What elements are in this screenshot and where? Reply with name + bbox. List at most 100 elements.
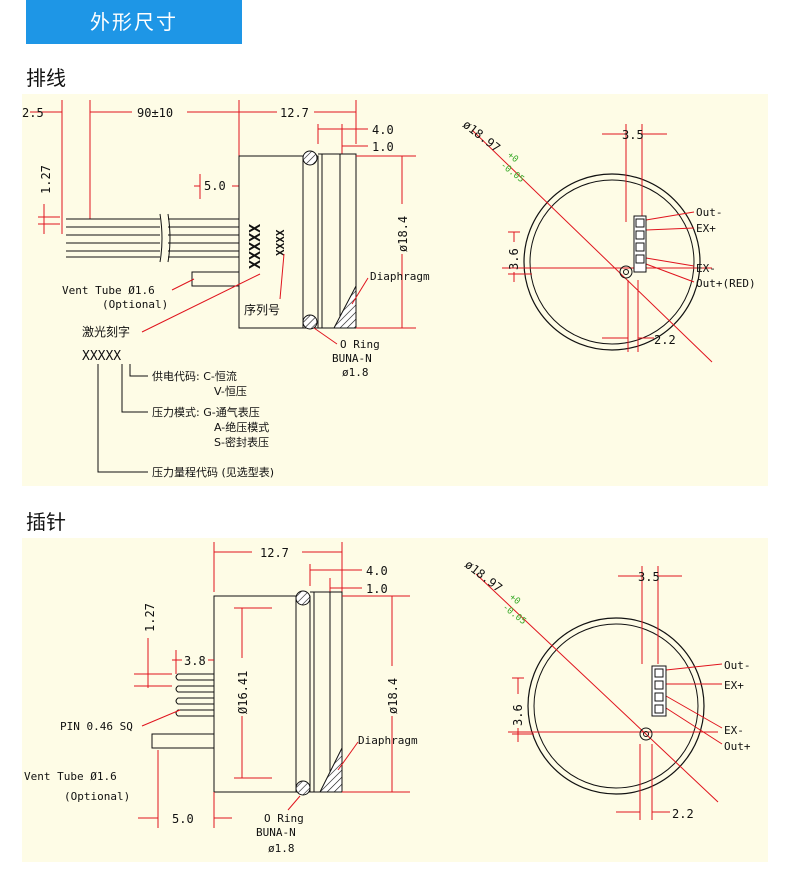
pin-ex-plus: EX+ — [724, 679, 744, 692]
serial-number-label: 序列号 — [244, 302, 280, 317]
pin-out-plus: Out+(RED) — [696, 277, 756, 290]
pin-vent-hole-inner — [643, 731, 649, 737]
supply-v: V-恒压 — [214, 385, 247, 398]
dim-12-7: 12.7 — [280, 106, 309, 120]
pins — [151, 673, 215, 749]
pin-dim-1-0: 1.0 — [366, 582, 388, 596]
cable-drawing-panel: 2.5 90±10 12.7 4.0 1.0 1.27 5.0 XXXXX — [22, 94, 768, 486]
pin-dim-2-2: 2.2 — [672, 807, 694, 821]
dim-2-5: 2.5 — [22, 106, 44, 120]
pin-vent-tube-optional: (Optional) — [64, 790, 130, 803]
pin-out-minus: Out- — [724, 659, 751, 672]
terminal-pads — [635, 218, 645, 264]
pin-o-ring-leader — [287, 795, 301, 811]
pin-vent-tube-label: Vent Tube Ø1.6 — [24, 770, 117, 783]
o-ring-leader — [313, 327, 338, 345]
pin-dim-16-41-lines — [234, 607, 272, 779]
mode-s: S-密封表压 — [214, 435, 269, 449]
serial-leader — [279, 253, 285, 300]
pin-dim-16-41: Ø16.41 — [236, 671, 250, 714]
pin-size-label: PIN 0.46 SQ — [60, 720, 133, 733]
pin-dim-3-8: 3.8 — [184, 654, 206, 668]
dim-3-5: 3.5 — [622, 128, 644, 142]
pin-size-leader — [141, 709, 181, 727]
o-ring-label: O Ring — [340, 338, 380, 351]
pin-front-outer-ring — [527, 617, 705, 795]
pin-front-dimension-lines — [475, 566, 723, 820]
vent-tube-label: Vent Tube Ø1.6 — [62, 284, 155, 297]
pin-dim-small-lines — [134, 638, 214, 688]
o-ring-material: BUNA-N — [332, 352, 372, 365]
vent-hole — [619, 265, 633, 279]
laser-leader — [141, 273, 261, 333]
pin-dim-18-97: ø18.97 — [462, 557, 505, 595]
pin-diaphragm-leader — [337, 741, 359, 771]
pin-dim-1-27: 1.27 — [143, 603, 157, 632]
supply-code: 供电代码: C-恒流 — [152, 369, 237, 383]
pin-o-ring-bottom — [295, 780, 311, 796]
pin-dim-12-7: 12.7 — [260, 546, 289, 560]
laser-marking-large: XXXXX — [246, 224, 264, 269]
pin-top-dimension-lines — [213, 542, 362, 592]
dim-90: 90±10 — [137, 106, 173, 120]
pin-dim-5-0: 5.0 — [172, 812, 194, 826]
header-banner: 外形尺寸 — [26, 0, 242, 44]
pin-ex-plus: EX+ — [696, 222, 716, 235]
dim-3-6: 3.6 — [507, 248, 521, 270]
pin-ex-minus: EX- — [724, 724, 744, 737]
pin-tol-minus: -0.05 — [500, 602, 528, 627]
vent-tube-optional: (Optional) — [102, 298, 168, 311]
o-ring-diameter: ø1.8 — [342, 366, 369, 379]
dim-5-0-lines — [194, 174, 239, 199]
pressure-mode: 压力模式: G-通气表压 — [152, 405, 260, 419]
pin-drawing-panel: 12.7 4.0 1.0 1.27 3.8 Ø16.41 — [22, 538, 768, 862]
dim-1-0: 1.0 — [372, 140, 394, 154]
dim-1-27-lines — [38, 204, 60, 234]
vent-hole-inner — [623, 269, 629, 275]
section-title-pin: 插针 — [26, 510, 66, 534]
section-title-cable: 排线 — [26, 66, 66, 90]
pin-terminal-pads — [654, 668, 664, 714]
vent-tube-leader — [171, 278, 195, 291]
pin-o-ring-material: BUNA-N — [256, 826, 296, 839]
pin-out-minus: Out- — [696, 206, 723, 219]
pin-dim-18-4: ø18.4 — [386, 678, 400, 714]
top-dimension-lines — [30, 100, 368, 234]
o-ring-top — [302, 150, 318, 166]
dim-18-97: ø18.97 — [460, 117, 503, 155]
pin-drawing: 12.7 4.0 1.0 1.27 3.8 Ø16.41 — [24, 542, 751, 855]
pin-o-ring-diameter: ø1.8 — [268, 842, 295, 855]
pin-out-plus: Out+ — [724, 740, 751, 753]
pin-diaphragm-hatch — [319, 747, 343, 793]
front-outer-ring — [523, 173, 701, 351]
range-code: 压力量程代码 (见选型表) — [152, 465, 274, 479]
cable-drawing: 2.5 90±10 12.7 4.0 1.0 1.27 5.0 XXXXX — [22, 100, 756, 479]
pin-o-ring-top — [295, 590, 311, 606]
pin-dim-5-0-lines — [138, 792, 232, 828]
diaphragm-label: Diaphragm — [370, 270, 430, 283]
laser-marking-small: XXXX — [274, 229, 287, 256]
o-ring-bottom — [302, 314, 318, 330]
dim-18-4-lines — [356, 155, 416, 329]
pin-ex-minus: EX- — [696, 262, 716, 275]
dim-5-0: 5.0 — [204, 179, 226, 193]
dim-2-2: 2.2 — [654, 333, 676, 347]
pin-dim-3-6: 3.6 — [511, 704, 525, 726]
pin-terminal-block — [651, 665, 667, 717]
pin-vent-hole — [639, 727, 653, 741]
code-tree — [97, 364, 148, 473]
front-dimension-lines — [471, 124, 713, 363]
pin-sensor-body — [213, 591, 343, 793]
pin-dim-3-5: 3.5 — [638, 570, 660, 584]
cable-wires — [66, 213, 240, 287]
diaphragm-leader — [351, 277, 369, 305]
code-template: XXXXX — [82, 349, 121, 364]
dim-4-0: 4.0 — [372, 123, 394, 137]
tol-minus: -0.05 — [498, 160, 526, 185]
dim-18-4: ø18.4 — [396, 216, 410, 252]
pin-dim-18-4-lines — [342, 595, 410, 793]
front-inner-ring — [529, 179, 695, 345]
pin-dim-4-0: 4.0 — [366, 564, 388, 578]
pin-front-inner-ring — [533, 623, 699, 789]
dim-1-27: 1.27 — [39, 165, 53, 194]
